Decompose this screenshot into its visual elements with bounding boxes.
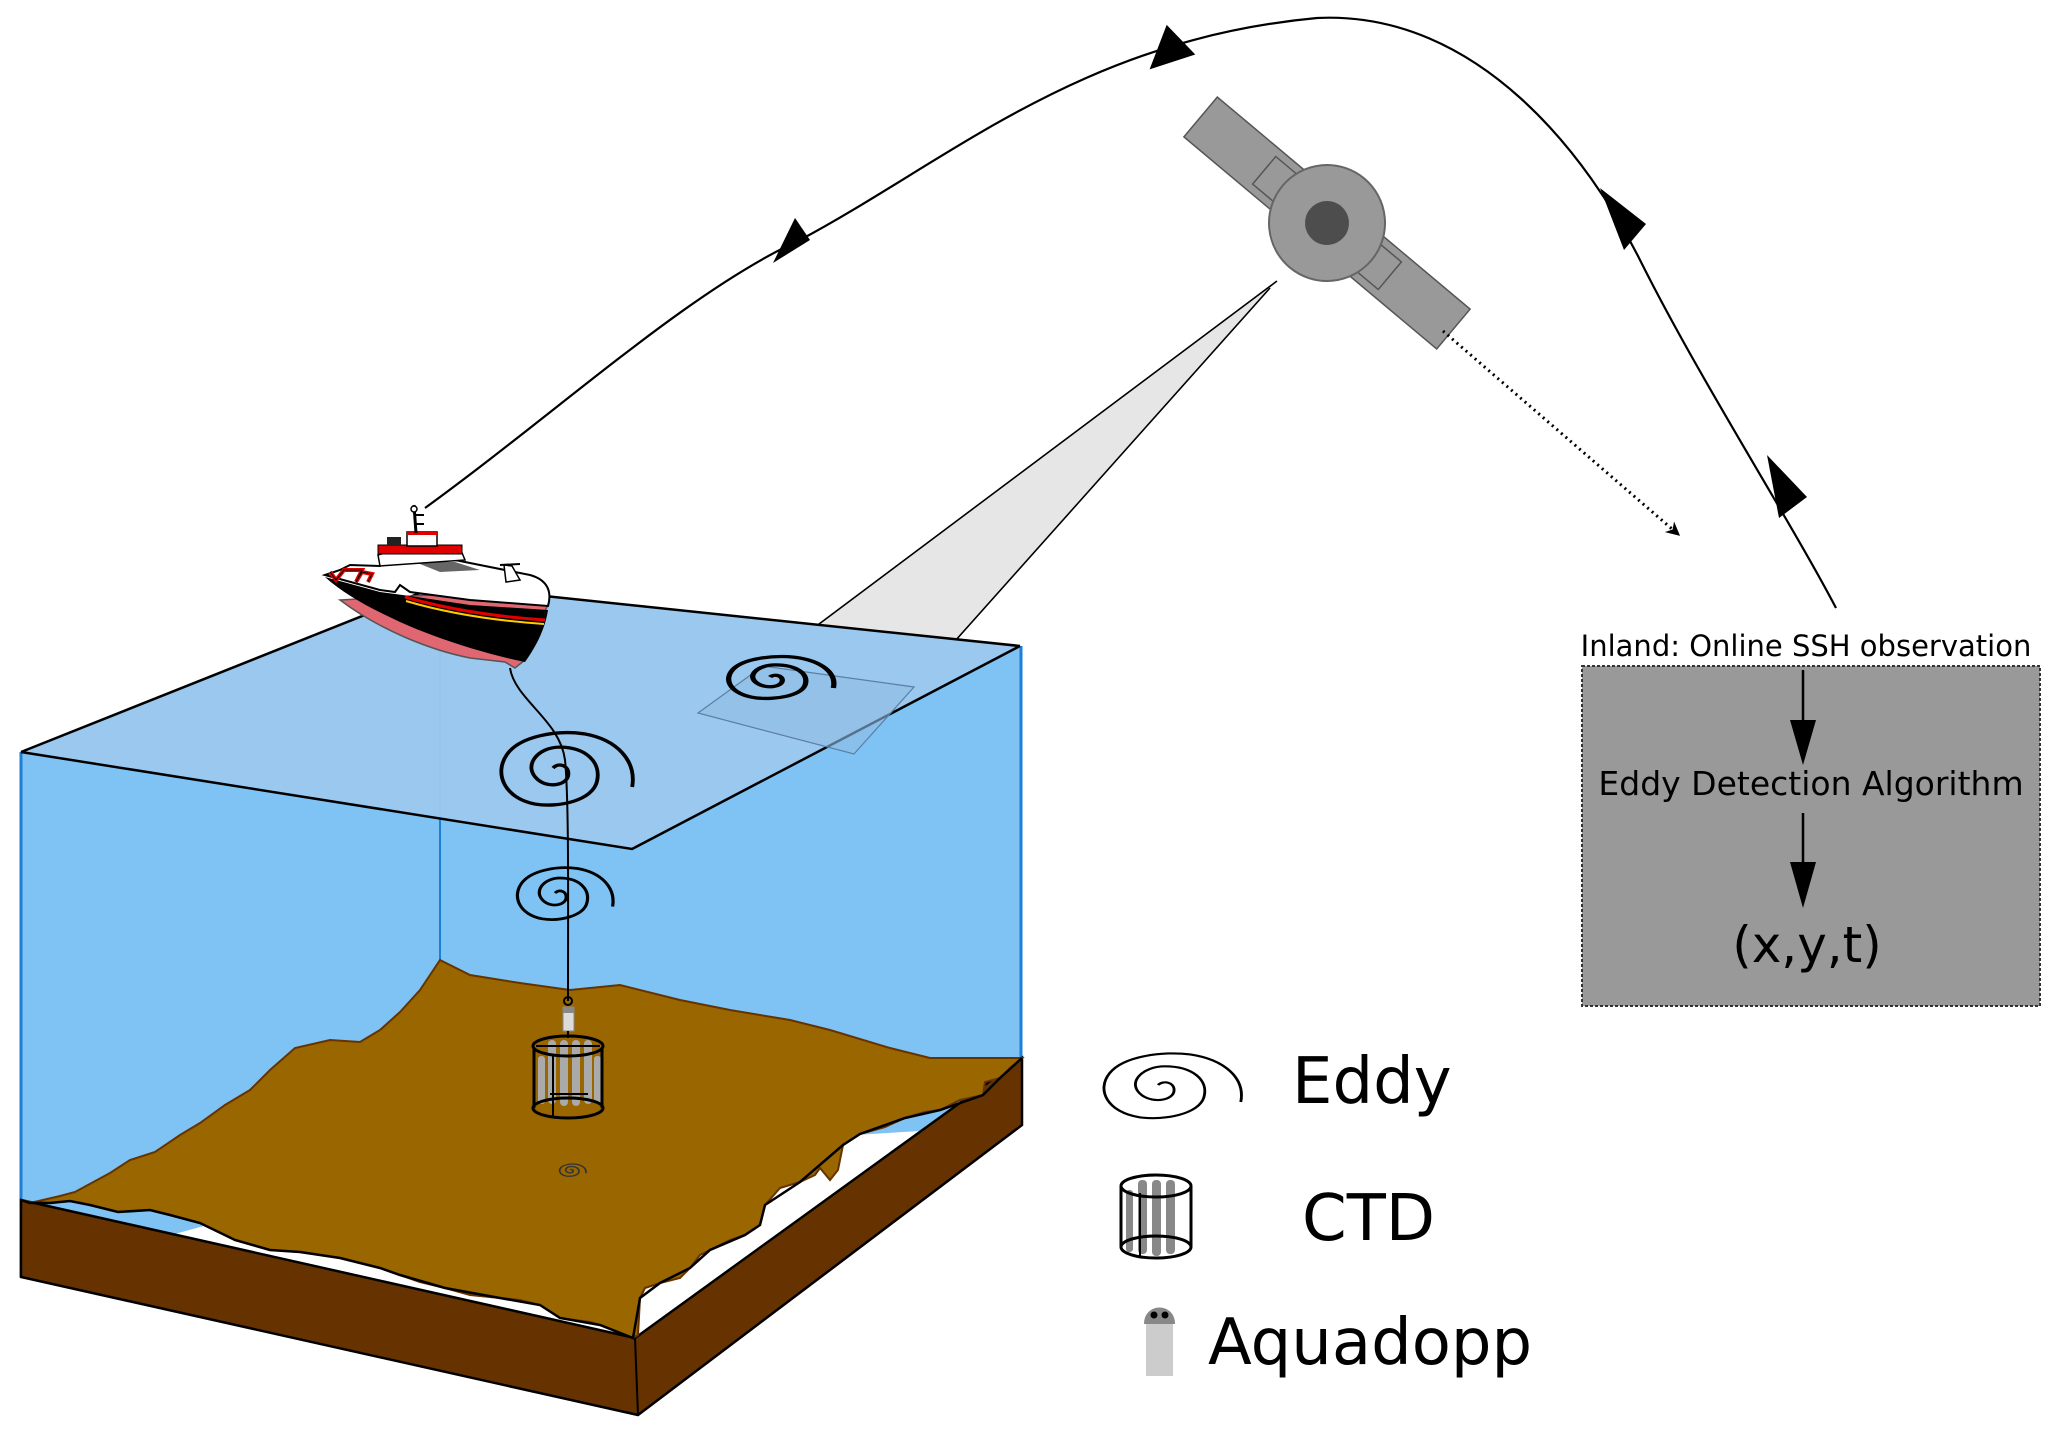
ctd-rosette-icon	[1119, 1173, 1193, 1260]
eddy-icon	[499, 731, 635, 807]
orbit-path	[424, 16, 1837, 609]
ctd-cable	[509, 667, 570, 1002]
satellite-beam	[762, 280, 1278, 688]
research-vessel-icon	[321, 504, 551, 669]
ctd-rosette-icon	[531, 996, 605, 1120]
inland-caption: Inland: Online SSH observation	[1581, 629, 2032, 663]
legend-item-eddy: Eddy	[1102, 1045, 1452, 1120]
legend: Eddy CTD	[1102, 1045, 1532, 1380]
eddy-spiral-icon	[1102, 1052, 1243, 1120]
eddy-icon	[515, 866, 615, 921]
satellite-footprint	[696, 665, 916, 755]
orbit-arrow-icon	[773, 218, 810, 263]
orbit-arrow-icon	[1149, 24, 1196, 70]
satellite-icon	[1182, 95, 1472, 351]
legend-item-aquadopp: Aquadopp	[1144, 1306, 1532, 1380]
aquadopp-icon	[1144, 1307, 1175, 1376]
surface-eddy-icon	[726, 654, 837, 701]
ocean-surface	[21, 585, 1020, 849]
inland-processing-panel: Inland: Online SSH observation Eddy Dete…	[1581, 629, 2041, 1007]
legend-label-eddy: Eddy	[1292, 1045, 1452, 1119]
deep-eddy-icon	[558, 1163, 587, 1177]
output-coordinates: (x,y,t)	[1732, 916, 1882, 974]
algorithm-label: Eddy Detection Algorithm	[1598, 764, 2023, 803]
arrow-down-icon	[1790, 720, 1816, 765]
seafloor-block	[19, 958, 1025, 1417]
legend-label-ctd: CTD	[1302, 1182, 1435, 1256]
legend-label-aquadopp: Aquadopp	[1208, 1306, 1532, 1380]
legend-item-ctd: CTD	[1119, 1173, 1435, 1260]
orbit-arrow-icon	[1600, 188, 1646, 250]
arrow-down-icon	[1790, 862, 1816, 908]
orbit-arrow-icon	[1767, 455, 1807, 518]
data-transfer-arrow	[1442, 329, 1681, 537]
